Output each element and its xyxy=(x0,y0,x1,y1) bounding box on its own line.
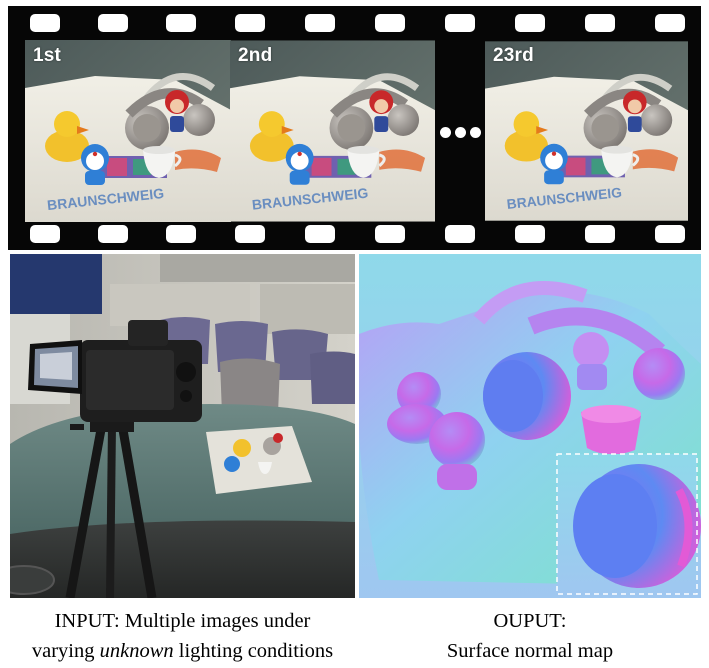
input-caption-line-2: varying unknown lighting conditions xyxy=(10,636,355,666)
film-perforation xyxy=(585,14,615,32)
film-perforation xyxy=(375,225,405,243)
film-perforation xyxy=(305,14,335,32)
frame-photo: BRAUNSCHWEIG xyxy=(230,40,435,222)
film-perforation xyxy=(235,225,265,243)
input-label: INPUT xyxy=(54,610,114,632)
film-perforation xyxy=(445,14,475,32)
film-perforation xyxy=(655,225,685,243)
film-perforation xyxy=(166,225,196,243)
film-strip: BRAUNSCHWEIG 1st BRAUNSCHWEIG 2nd BRAUNS… xyxy=(8,6,701,250)
dot xyxy=(470,127,481,138)
input-caption: INPUT: Multiple images under varying unk… xyxy=(10,606,355,666)
film-frame-2: BRAUNSCHWEIG 2nd xyxy=(230,40,435,222)
camera-setup-photo xyxy=(10,254,355,598)
input-caption-line-1: INPUT: Multiple images under xyxy=(10,606,355,636)
output-caption-line-2: Surface normal map xyxy=(446,640,614,662)
frame-photo: BRAUNSCHWEIG xyxy=(485,40,688,222)
film-perforation xyxy=(166,14,196,32)
film-frame-3: BRAUNSCHWEIG 23rd xyxy=(485,40,688,222)
film-perforation xyxy=(375,14,405,32)
frame-label: 23rd xyxy=(493,45,534,66)
frame-label: 2nd xyxy=(238,45,273,66)
input-caption-text: varying xyxy=(31,640,100,662)
ellipsis-dots xyxy=(440,127,481,138)
film-perforation xyxy=(235,14,265,32)
dot xyxy=(455,127,466,138)
dot xyxy=(440,127,451,138)
film-perforation xyxy=(445,225,475,243)
zoom-inset-border xyxy=(556,453,698,595)
surface-normal-map xyxy=(359,254,701,598)
film-perforation xyxy=(30,14,60,32)
output-caption: OUPUT: Surface normal map xyxy=(359,606,701,666)
film-perforation xyxy=(98,14,128,32)
film-perforation xyxy=(515,225,545,243)
frame-label: 1st xyxy=(33,45,62,66)
film-perforation xyxy=(655,14,685,32)
film-frame-1: BRAUNSCHWEIG 1st xyxy=(25,40,231,222)
output-caption-line-1: OUPUT: xyxy=(493,610,567,632)
film-perforation xyxy=(515,14,545,32)
film-perforation xyxy=(98,225,128,243)
input-caption-text: lighting conditions xyxy=(173,640,334,662)
emphasized-word: unknown xyxy=(99,640,174,662)
film-perforation xyxy=(305,225,335,243)
frame-photo: BRAUNSCHWEIG xyxy=(25,40,231,222)
film-perforation xyxy=(585,225,615,243)
input-caption-text: : Multiple images under xyxy=(113,610,311,632)
film-perforation xyxy=(30,225,60,243)
